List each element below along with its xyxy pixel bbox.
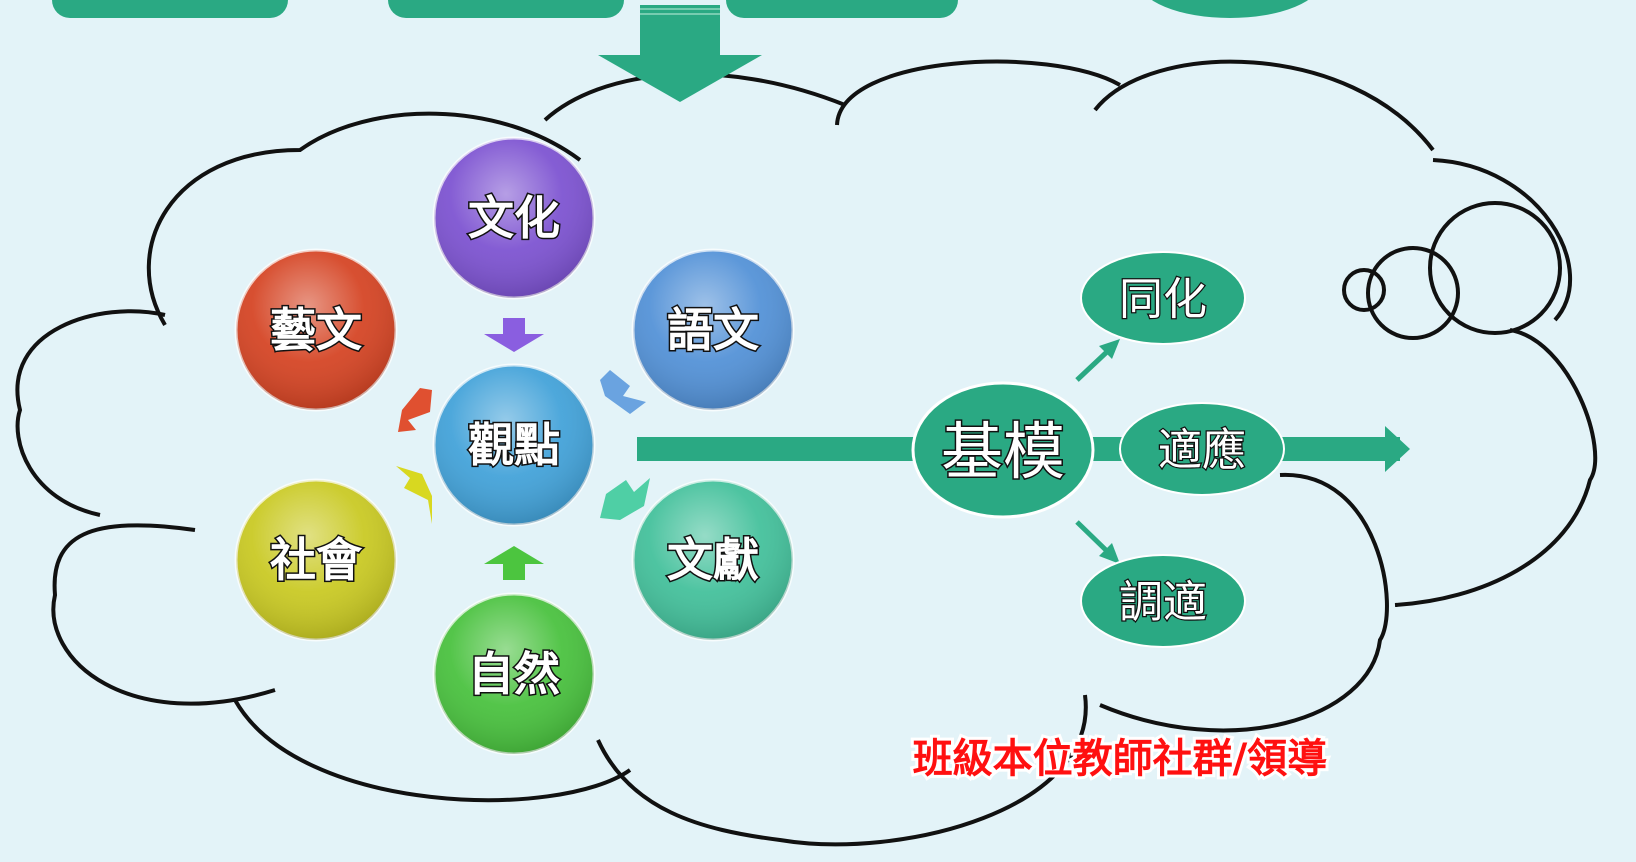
petal-language-shine — [633, 250, 793, 410]
arrow-from-language — [600, 370, 646, 414]
top-box-3 — [726, 0, 958, 18]
arrow-from-culture — [484, 318, 544, 352]
petal-culture-label: 文化 — [468, 191, 560, 245]
branch-arrows — [1075, 339, 1120, 564]
bubble-large — [1428, 201, 1562, 335]
down-arrow — [598, 5, 762, 102]
outcome-accommodation: 調適 — [1080, 554, 1246, 648]
outcome-adaptation: 適應 — [1119, 402, 1285, 496]
center-perspective-shine — [434, 365, 594, 525]
petal-nature: 自然 — [432, 592, 596, 756]
arrow-from-society — [396, 466, 432, 524]
petal-arts-label: 藝文 — [270, 303, 362, 357]
outcome-label: 適應 — [1158, 425, 1246, 476]
petal-language-label: 語文 — [667, 303, 759, 357]
petal-society-label: 社會 — [270, 533, 363, 587]
petal-literature: 文獻 — [631, 478, 795, 642]
petal-arts-shine — [236, 250, 396, 410]
outcome-assimilation: 同化 — [1080, 251, 1246, 345]
petal-society: 社會 — [234, 478, 398, 642]
bubble-tiny — [1342, 268, 1386, 312]
foundation-node: 基模 — [911, 381, 1095, 519]
bubble-small — [1366, 246, 1460, 340]
top-box-1 — [52, 0, 288, 18]
arrow-from-arts — [398, 388, 432, 432]
petal-literature-label: 文獻 — [667, 533, 759, 587]
center-perspective-label: 觀點 — [468, 418, 560, 472]
outcome-label: 同化 — [1119, 274, 1207, 325]
petal-language: 語文 — [631, 248, 795, 412]
petal-nature-label: 自然 — [468, 647, 560, 701]
petal-culture-shine — [434, 138, 594, 298]
petal-arrows — [396, 318, 650, 580]
arrow-from-literature — [600, 478, 650, 520]
outcome-label: 調適 — [1119, 577, 1207, 628]
thought-cloud — [15, 59, 1598, 847]
petal-society-shine — [236, 480, 396, 640]
petal-nature-shine — [434, 594, 594, 754]
petal-literature-shine — [633, 480, 793, 640]
top-box-2 — [388, 0, 624, 18]
petal-arts: 藝文 — [234, 248, 398, 412]
top-shapes — [52, 0, 1309, 18]
top-oval — [1151, 0, 1309, 18]
community-footer: 班級本位教師社群/領導 — [913, 736, 1328, 782]
petal-culture: 文化 — [432, 136, 596, 300]
center-perspective: 觀點 — [432, 363, 596, 527]
foundation-label: 基模 — [941, 415, 1065, 488]
arrow-from-nature — [484, 546, 544, 580]
